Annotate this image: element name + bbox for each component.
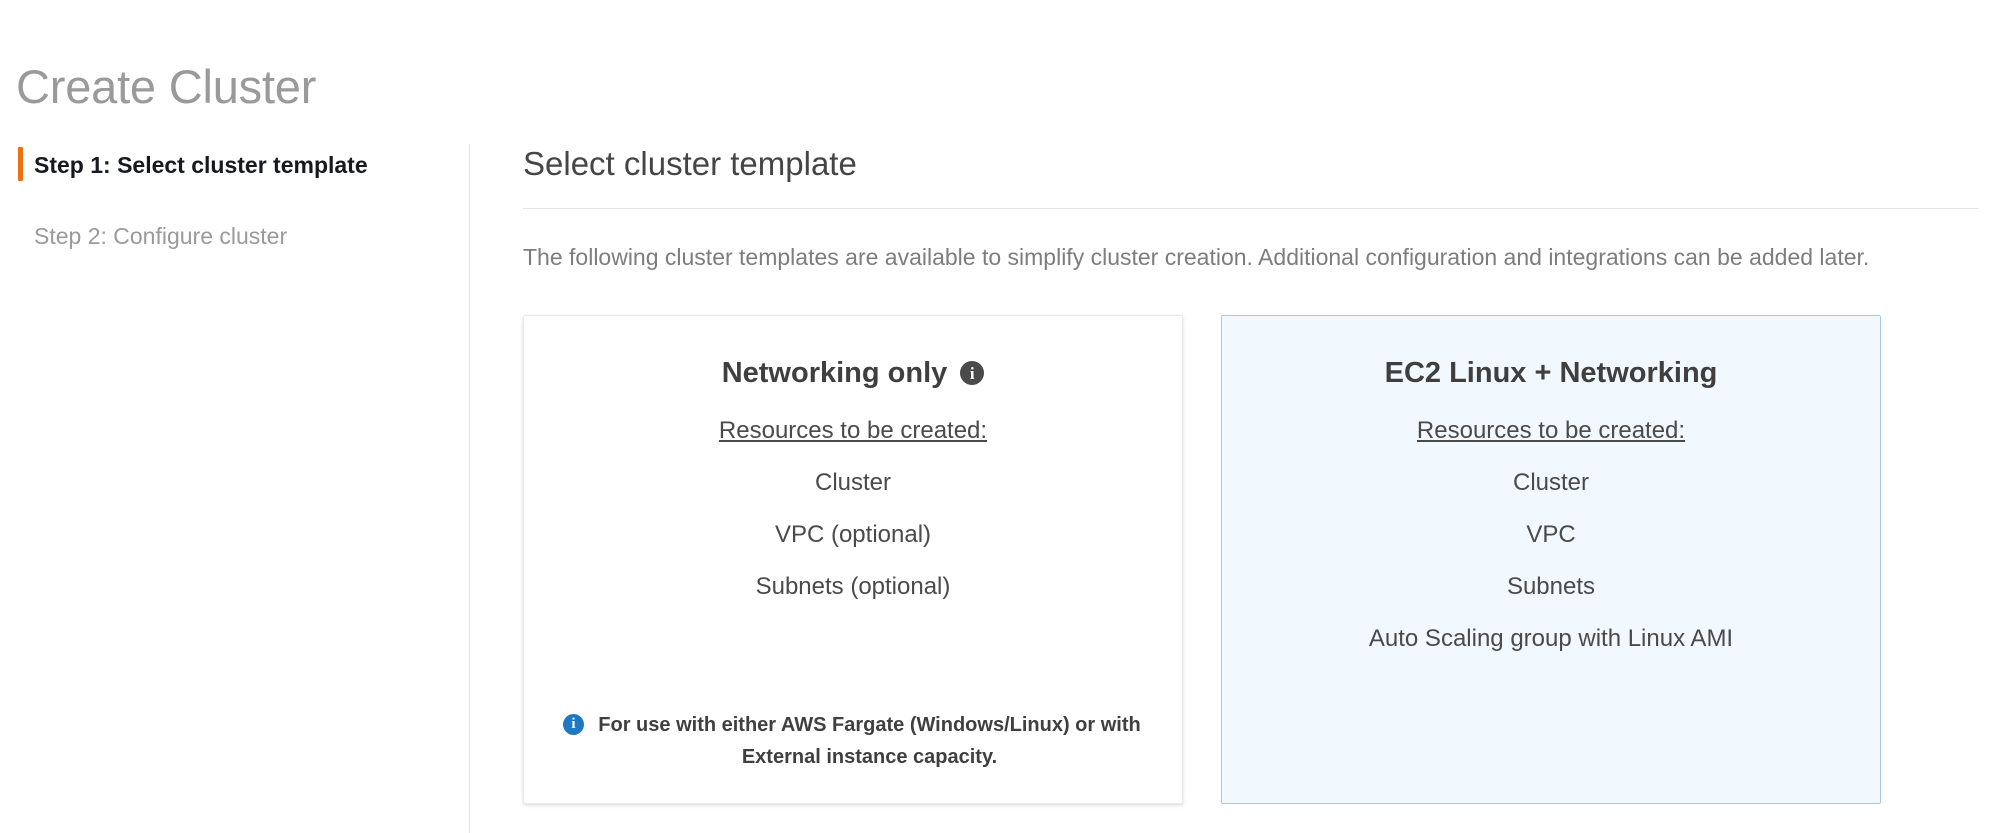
page-title: Create Cluster	[16, 60, 317, 114]
card-note: i For use with either AWS Fargate (Windo…	[563, 709, 1143, 773]
template-card-networking-only[interactable]: Networking only i Resources to be create…	[523, 315, 1183, 804]
list-item: Subnets (optional)	[755, 573, 951, 600]
card-title-label: EC2 Linux + Networking	[1384, 357, 1718, 389]
main-content: Select cluster template The following cl…	[470, 144, 1999, 833]
info-icon: i	[563, 714, 584, 735]
list-item: Cluster	[1512, 469, 1590, 496]
list-item: Subnets	[1506, 573, 1596, 600]
card-title-label: Networking only	[721, 357, 948, 389]
sidebar-item-step-1[interactable]: Step 1: Select cluster template	[0, 144, 469, 186]
list-item: VPC	[1526, 521, 1576, 548]
template-card-ec2-linux-networking[interactable]: EC2 Linux + Networking Resources to be c…	[1221, 315, 1881, 804]
list-item: VPC (optional)	[774, 521, 932, 548]
card-note-text: For use with either AWS Fargate (Windows…	[598, 714, 1141, 768]
resources-to-be-created-label: Resources to be created:	[718, 417, 988, 444]
list-item: Cluster	[814, 469, 892, 496]
step-1-label: Step 1: Select cluster template	[34, 152, 368, 178]
sidebar-item-step-2[interactable]: Step 2: Configure cluster	[0, 215, 469, 257]
resource-list: Cluster VPC (optional) Subnets (optional…	[550, 446, 1156, 602]
step-2-label: Step 2: Configure cluster	[34, 223, 288, 249]
resource-list: Cluster VPC Subnets Auto Scaling group w…	[1248, 446, 1854, 654]
card-title: EC2 Linux + Networking	[1385, 351, 1718, 395]
list-item: Auto Scaling group with Linux AMI	[1368, 625, 1734, 652]
wizard-container: Step 1: Select cluster template Step 2: …	[0, 144, 1999, 833]
section-title: Select cluster template	[523, 144, 1979, 209]
steps-nav: Step 1: Select cluster template Step 2: …	[0, 144, 470, 833]
info-icon[interactable]: i	[960, 361, 985, 385]
template-card-list: Networking only i Resources to be create…	[523, 315, 1979, 804]
resources-to-be-created-label: Resources to be created:	[1416, 417, 1686, 444]
section-description: The following cluster templates are avai…	[523, 244, 1870, 270]
card-title: Networking only i	[722, 351, 985, 395]
